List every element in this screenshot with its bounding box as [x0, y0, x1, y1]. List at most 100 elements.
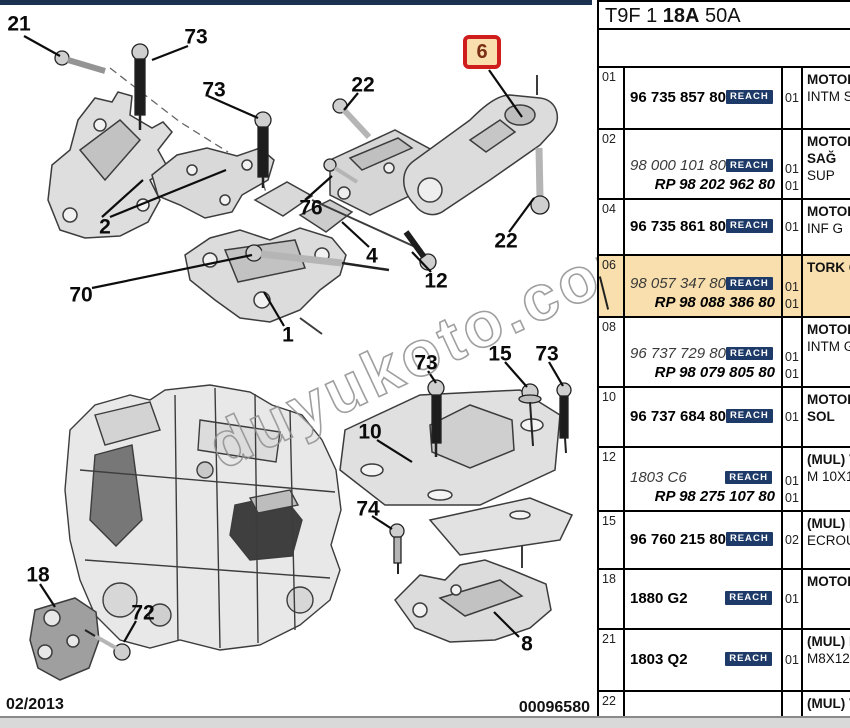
row-ref-number: 08	[602, 320, 616, 334]
reach-badge[interactable]: REACH	[725, 219, 773, 233]
quantity-cell: 01	[781, 200, 803, 254]
callout-label[interactable]: 21	[7, 12, 31, 36]
callout-label[interactable]: 1	[282, 323, 294, 347]
quantity-value: 01	[785, 162, 799, 176]
row-ref-cell: 02	[599, 130, 625, 198]
revision-date: 02/2013	[6, 696, 64, 713]
row-ref-number: 10	[602, 390, 616, 404]
part-8-top-plate-shape	[428, 497, 574, 556]
callout-label[interactable]: 2	[99, 215, 111, 239]
quantity-cell: 01	[781, 68, 803, 128]
part-4-assembly-shape	[253, 129, 433, 251]
table-row[interactable]: 15 96 760 215 80 REACH 02 (MUL) EECROU	[599, 512, 850, 570]
table-row[interactable]: 22 (MUL) V	[599, 692, 850, 718]
quantity-value: 01	[785, 179, 799, 193]
reach-badge[interactable]: REACH	[725, 409, 773, 423]
reach-badge[interactable]: REACH	[725, 652, 772, 666]
table-row[interactable]: 01 96 735 857 80 REACH 01 MOTORINTM S	[599, 68, 850, 130]
part-number-cell: 1880 G2 REACH	[625, 570, 781, 628]
quantity-value: 01	[785, 219, 799, 234]
description-cell: (MUL) MM8X12	[803, 630, 850, 690]
catalog-code-title: T9F 1 18A 50A	[599, 0, 850, 30]
description-line: M 10X1	[807, 469, 850, 484]
reach-badge[interactable]: REACH	[725, 276, 773, 291]
callout-label-highlighted[interactable]: 6	[463, 35, 501, 69]
row-ref-cell: 22	[599, 692, 625, 716]
callout-label[interactable]: 73	[184, 25, 208, 49]
row-ref-cell: 15	[599, 512, 625, 568]
description-line: SUP	[807, 168, 835, 183]
reach-badge[interactable]: REACH	[725, 346, 773, 361]
description-line: MOTOR	[807, 322, 850, 337]
callout-label[interactable]: 8	[521, 632, 533, 656]
callout-label[interactable]: 73	[535, 342, 559, 366]
callout-label[interactable]: 22	[494, 229, 518, 253]
part-18-plate-shape	[29, 597, 100, 681]
quantity-cell: 02	[781, 512, 803, 568]
callout-label[interactable]: 15	[488, 342, 512, 366]
callout-label[interactable]: 73	[202, 78, 226, 102]
callout-label[interactable]: 73	[414, 351, 438, 375]
quantity-value: 01	[785, 280, 799, 294]
replacement-part-number: RP 98 275 107 80	[654, 488, 775, 505]
top-navy-bar	[0, 0, 592, 5]
row-ref-cell: 21	[599, 630, 625, 690]
table-row[interactable]: 02 98 000 101 80 REACH RP 98 202 962 80 …	[599, 130, 850, 200]
part-number-cell: 1803 C6 REACH RP 98 275 107 80	[625, 448, 781, 510]
callout-label[interactable]: 74	[356, 497, 380, 521]
callout-label[interactable]: 22	[351, 73, 375, 97]
part-main-line: 96 737 684 80 REACH	[625, 408, 781, 425]
description-line: SAĞ	[807, 151, 837, 166]
table-row[interactable]: 04 96 735 861 80 REACH 01 MOTORINF G	[599, 200, 850, 256]
description-cell: (MUL) V	[803, 692, 850, 716]
quantity-cell	[781, 692, 803, 716]
callout-label[interactable]: 18	[26, 563, 50, 587]
callout-label[interactable]: 72	[131, 601, 155, 625]
row-ref-cell: 04	[599, 200, 625, 254]
quantity-value: 01	[785, 474, 799, 488]
description-cell: MOTOR	[803, 570, 850, 628]
table-row[interactable]: 08 96 737 729 80 REACH RP 98 079 805 80 …	[599, 318, 850, 388]
quantity-value: 01	[785, 652, 799, 667]
reach-badge[interactable]: REACH	[725, 532, 773, 546]
part-2-bracket-shape	[151, 147, 275, 219]
table-row[interactable]: 06 98 057 347 80 REACH RP 98 088 386 80 …	[599, 256, 850, 318]
reach-badge[interactable]: REACH	[725, 90, 773, 104]
document-number: 00096580	[518, 699, 590, 716]
reach-badge[interactable]: REACH	[725, 591, 772, 605]
table-row[interactable]: 10 96 737 684 80 REACH 01 MOTORSOL	[599, 388, 850, 448]
description-cell: (MUL) V M 10X1	[803, 448, 850, 510]
quantity-cell: 01	[781, 570, 803, 628]
row-ref-number: 04	[602, 202, 616, 216]
horizontal-scrollbar[interactable]	[0, 716, 850, 728]
description-line: TORK G	[807, 260, 850, 275]
table-row[interactable]: 18 1880 G2 REACH 01 MOTOR	[599, 570, 850, 630]
code-suffix: 50A	[699, 5, 741, 27]
reach-badge[interactable]: REACH	[725, 158, 773, 173]
replacement-part-number: RP 98 202 962 80	[654, 176, 775, 193]
reach-badge[interactable]: REACH	[725, 470, 772, 485]
callout-label[interactable]: 70	[69, 283, 93, 307]
part-8-bracket-shape	[394, 545, 552, 643]
part-number: 1880 G2	[630, 589, 688, 607]
part-number-cell: 96 737 684 80 REACH	[625, 388, 781, 446]
description-line: INTM G	[807, 339, 850, 354]
callout-label[interactable]: 76	[299, 196, 323, 220]
description-line: (MUL) E	[807, 516, 850, 531]
description-cell: MOTORSOL	[803, 388, 850, 446]
code-bold: 18A	[662, 5, 700, 27]
part-number: 96 737 684 80	[630, 407, 726, 425]
table-row[interactable]: 21 1803 Q2 REACH 01 (MUL) MM8X12	[599, 630, 850, 692]
row-ref-number: 06	[602, 258, 616, 272]
description-line: (MUL) V	[807, 452, 850, 467]
callout-label[interactable]: 10	[358, 420, 382, 444]
callout-label[interactable]: 4	[366, 244, 378, 268]
callout-label[interactable]: 12	[424, 269, 448, 293]
description-cell: (MUL) EECROU	[803, 512, 850, 568]
row-ref-number: 02	[602, 132, 616, 146]
